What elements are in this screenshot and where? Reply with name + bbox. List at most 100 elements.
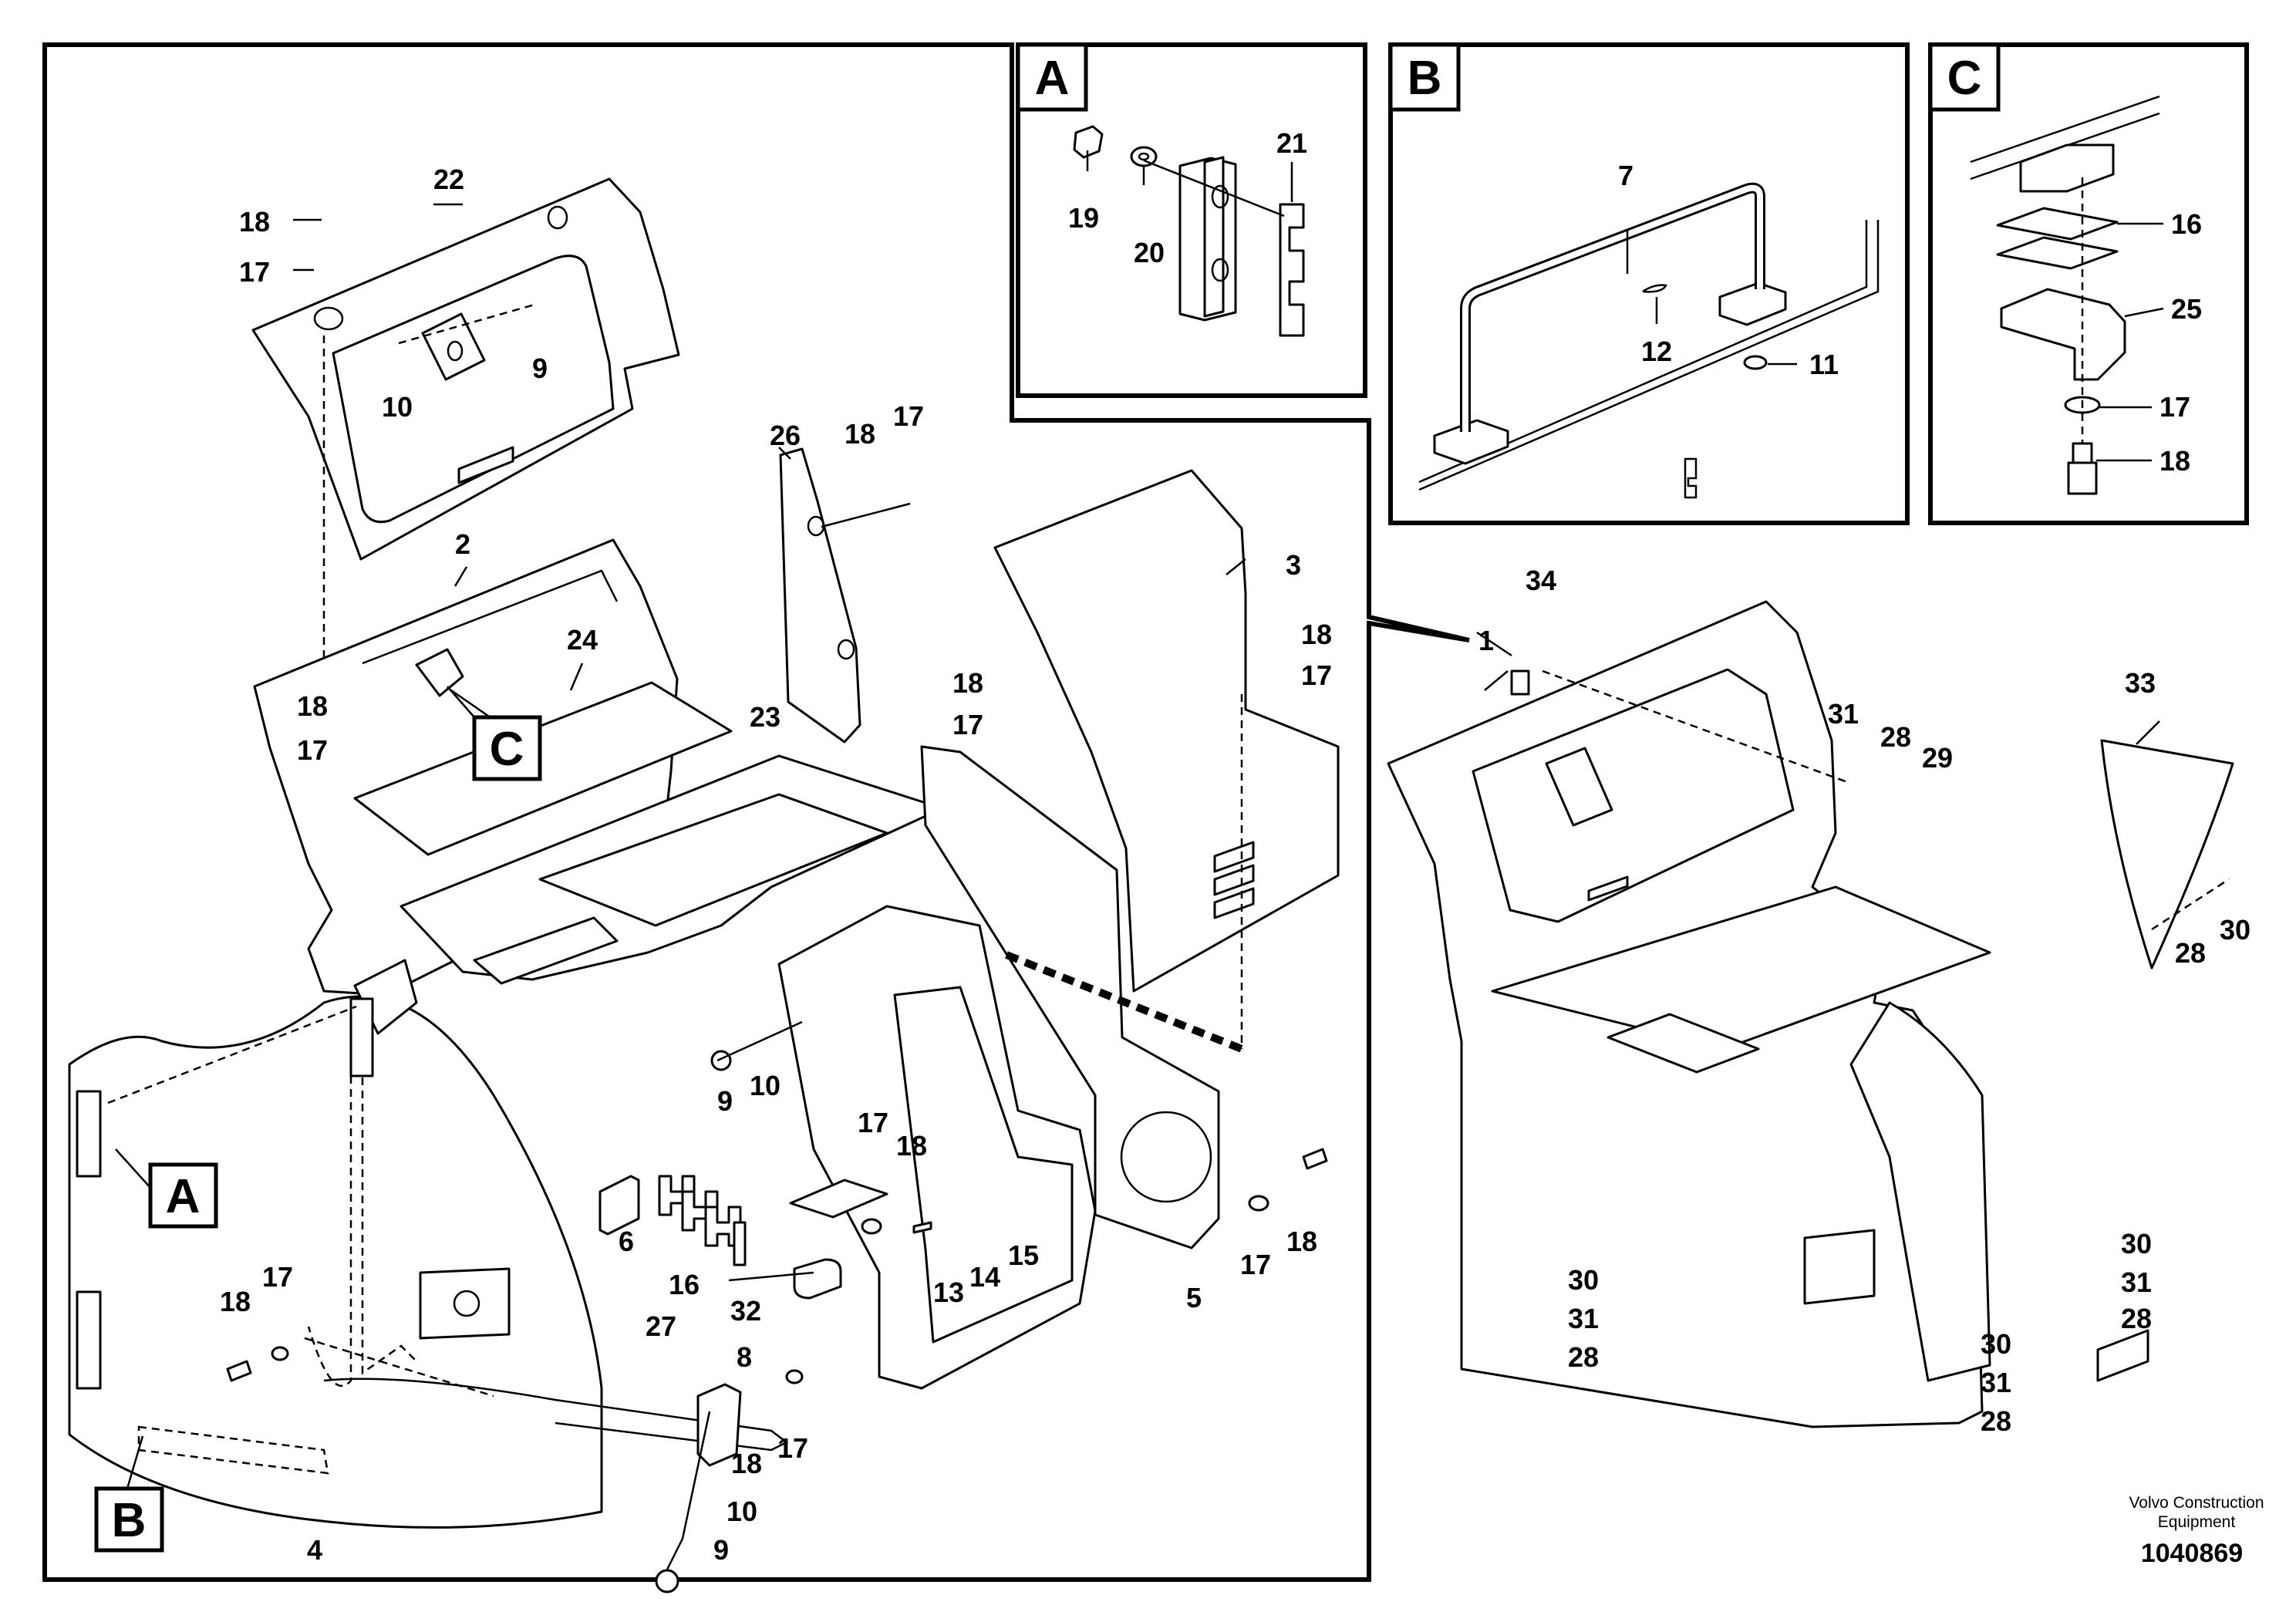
callout-10: 10 [382,391,413,423]
svg-text:A: A [166,1170,201,1223]
callout-29: 29 [1922,742,1953,774]
callout-23: 23 [750,701,781,733]
callout-18: 18 [1301,619,1332,650]
detail-ref-b: B [94,1435,164,1553]
callout-28: 28 [1568,1341,1599,1373]
callout-34: 34 [1526,565,1556,596]
detail-b-drawing [1418,182,1880,499]
callout-5: 5 [1186,1282,1202,1313]
callout-33: 33 [2125,667,2156,699]
main-frame [42,42,1470,1582]
part-4-fender [68,959,789,1529]
part-5-panel [920,745,1243,1249]
brand-line-1: Volvo Construction [2129,1494,2264,1512]
svg-text:B: B [112,1494,147,1547]
callout-17: 17 [893,400,924,432]
detail-view-b-label: B [1388,42,1461,112]
brand-line-2: Equipment [2158,1513,2236,1531]
callout-21: 21 [1276,127,1307,159]
callout-1: 1 [1478,625,1494,656]
drawing-number: 1040869 [2141,1539,2243,1568]
callout-30: 30 [2121,1228,2152,1259]
callout-31: 31 [1981,1367,2011,1398]
detail-view-c-label: C [1928,42,2001,112]
callout-30: 30 [1981,1328,2011,1360]
callout-10: 10 [750,1070,781,1101]
part-23-plate [400,754,944,985]
footer: Volvo Construction Equipment 1040869 [2129,1494,2264,1568]
callout-24: 24 [567,624,598,656]
callout-18: 18 [2159,445,2190,477]
svg-text:B: B [1408,52,1442,105]
callout-17: 17 [2159,391,2190,423]
callout-16: 16 [2171,208,2202,240]
callout-28: 28 [2175,937,2206,969]
callout-31: 31 [1568,1303,1599,1334]
callout-12: 12 [1641,336,1672,367]
part-1-assembly [1387,600,2234,1428]
callout-15: 15 [1008,1239,1039,1271]
callout-14: 14 [969,1261,1000,1293]
callout-16: 16 [669,1269,700,1300]
callout-17: 17 [1240,1249,1271,1280]
callout-18: 18 [297,690,328,722]
callout-25: 25 [2171,293,2202,325]
callout-17: 17 [952,709,983,740]
svg-text:C: C [1947,52,1982,105]
part-27-bracket [777,905,1097,1390]
callout-17: 17 [262,1261,293,1293]
callout-28: 28 [1880,721,1911,753]
callout-28: 28 [1981,1405,2011,1437]
callout-18: 18 [239,206,270,238]
callout-11: 11 [1809,349,1839,380]
callout-26: 26 [770,420,801,451]
callout-20: 20 [1134,237,1165,268]
part-24-plate [353,681,733,856]
callout-30: 30 [1568,1264,1599,1296]
callout-13: 13 [933,1276,964,1308]
detail-a-drawing [1073,125,1305,337]
callout-17: 17 [1301,659,1332,691]
part-3-panel [993,469,1340,1049]
callout-22: 22 [433,164,464,195]
callout-10: 10 [727,1496,757,1527]
callout-8: 8 [737,1341,752,1373]
callout-19: 19 [1068,202,1099,234]
svg-text:C: C [490,723,524,776]
detail-view-a-label: A [1016,42,1088,112]
callout-17: 17 [858,1107,888,1138]
callout-28: 28 [2121,1303,2152,1334]
callout-17: 17 [297,734,328,766]
callout-18: 18 [896,1130,927,1162]
callout-18: 18 [952,667,983,699]
callout-18: 18 [220,1286,251,1317]
callout-18: 18 [1286,1226,1317,1257]
small-hardware [226,1020,1328,1593]
detail-view-b-frame [1388,42,1910,525]
callout-31: 31 [1828,698,1859,730]
callout-4: 4 [307,1534,322,1566]
callout-9: 9 [713,1534,729,1566]
detail-ref-a: A [115,1148,218,1229]
callout-9: 9 [717,1085,733,1117]
callout-labels: 22 18 17 10 9 2 24 18 17 23 26 18 17 18 … [220,127,2250,1566]
callout-18: 18 [845,418,875,450]
callout-6: 6 [619,1226,634,1257]
callout-17: 17 [777,1432,808,1464]
callout-7: 7 [1618,160,1633,191]
callout-27: 27 [646,1310,676,1342]
callout-3: 3 [1286,549,1301,581]
callout-17: 17 [239,256,270,288]
part-26-panel [779,447,911,744]
callout-2: 2 [455,528,470,560]
leader-lines [293,218,2160,745]
detail-view-c-frame [1928,42,2249,525]
detail-c-drawing [1970,95,2164,495]
callout-9: 9 [532,352,548,384]
callout-31: 31 [2121,1266,2152,1298]
callout-30: 30 [2220,914,2250,946]
svg-text:A: A [1035,52,1070,105]
detail-ref-c: C [447,686,542,781]
part-22-panel [251,177,680,671]
